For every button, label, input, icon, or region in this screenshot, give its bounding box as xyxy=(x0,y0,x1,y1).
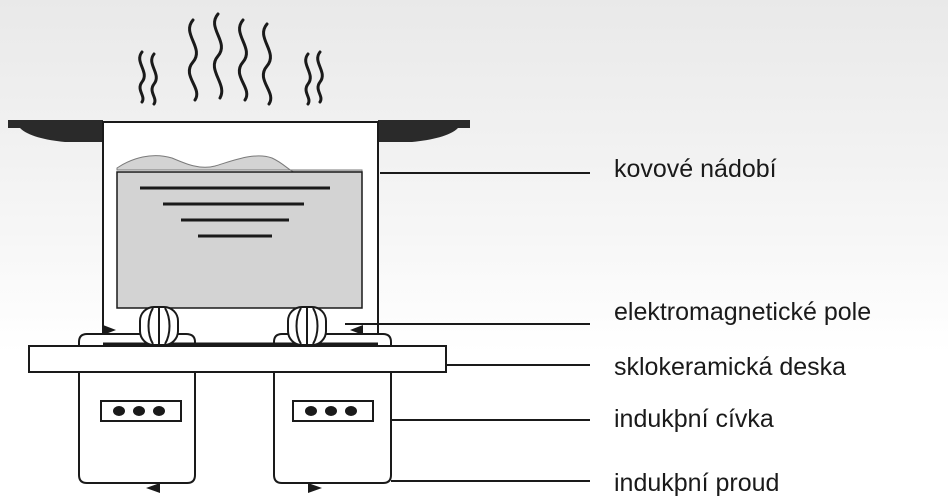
field-arrows xyxy=(103,325,363,335)
leader-lines xyxy=(345,172,590,482)
field-coil-left xyxy=(139,306,179,346)
liquid xyxy=(116,155,363,309)
coil-connectors xyxy=(100,400,374,422)
current-arrows xyxy=(146,483,322,493)
pot-handle-left xyxy=(8,120,103,142)
connector-left xyxy=(100,400,182,422)
label-induced-current: indukþní proud xyxy=(614,469,780,497)
glass-ceramic-plate xyxy=(28,345,447,373)
connector-right xyxy=(292,400,374,422)
pot-handle-right xyxy=(378,120,470,142)
label-induction-coil: indukþní cívka xyxy=(614,405,774,433)
label-glass-ceramic-plate: sklokeramická deska xyxy=(614,353,847,381)
label-metal-pot: kovové nádobí xyxy=(614,155,777,183)
steam-lines xyxy=(138,12,324,106)
label-electromagnetic-field: elektromagnetické pole xyxy=(614,298,872,326)
pot-handles xyxy=(8,120,470,142)
field-coil-right xyxy=(287,306,327,346)
electromagnetic-field-coils xyxy=(139,306,327,346)
